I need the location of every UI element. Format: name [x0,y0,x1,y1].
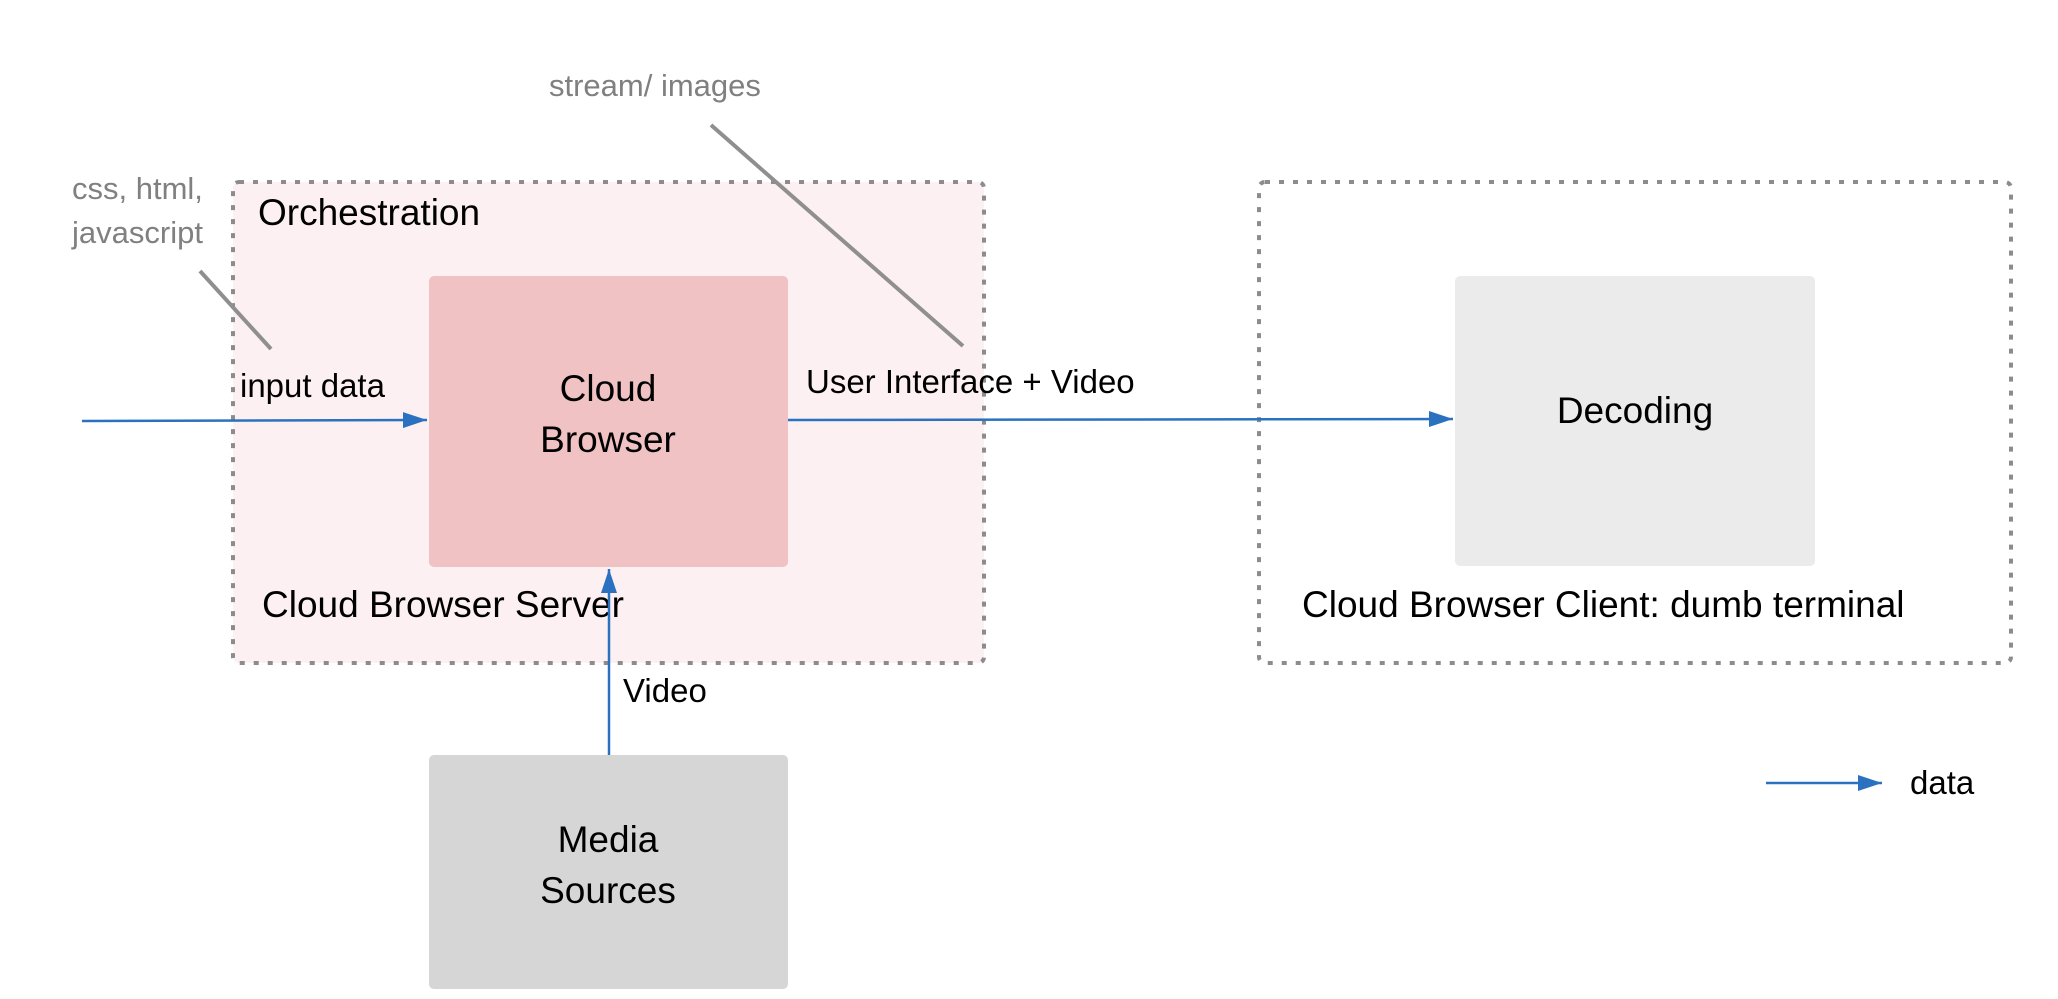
client-group: Cloud Browser Client: dumb terminal [1257,180,2013,665]
input-note-line2: javascript [71,215,203,250]
orchestration-title: Orchestration [258,192,480,233]
media-sources-label-line2: Sources [540,870,676,911]
legend: data [1766,764,1975,801]
cloud-browser-label-line1: Cloud [560,368,657,409]
decoding-node: Decoding [1455,276,1815,566]
media-edge-label: Video [623,672,707,709]
legend-data-label: data [1910,764,1975,801]
media-sources-box [429,755,788,989]
server-group-label: Cloud Browser Server [262,584,624,625]
output-note-label: stream/ images [549,68,761,103]
media-sources-node: Media Sources [429,755,788,989]
media-sources-label-line1: Media [558,819,659,860]
output-note-leader-line [709,123,965,348]
output-edge-label: User Interface + Video [806,363,1135,400]
output-arrow [787,411,1454,428]
decoding-label: Decoding [1557,390,1713,431]
output-edge: User Interface + Video [787,363,1454,428]
input-arrow [81,412,428,429]
cloud-browser-label-line2: Browser [540,419,676,460]
client-group-border [1257,180,2013,665]
input-edge: input data [81,367,428,429]
input-annotation: css, html, javascript [71,171,273,351]
media-edge: Video [601,569,707,755]
cloud-browser-box [429,276,788,567]
input-note-line1: css, html, [72,171,203,206]
cloud-browser-node: Cloud Browser [429,276,788,567]
input-note-leader-line [198,269,273,351]
input-edge-label: input data [240,367,386,404]
client-group-label: Cloud Browser Client: dumb terminal [1302,584,1905,625]
output-annotation: stream/ images [549,68,965,348]
decoding-box [1455,276,1815,566]
